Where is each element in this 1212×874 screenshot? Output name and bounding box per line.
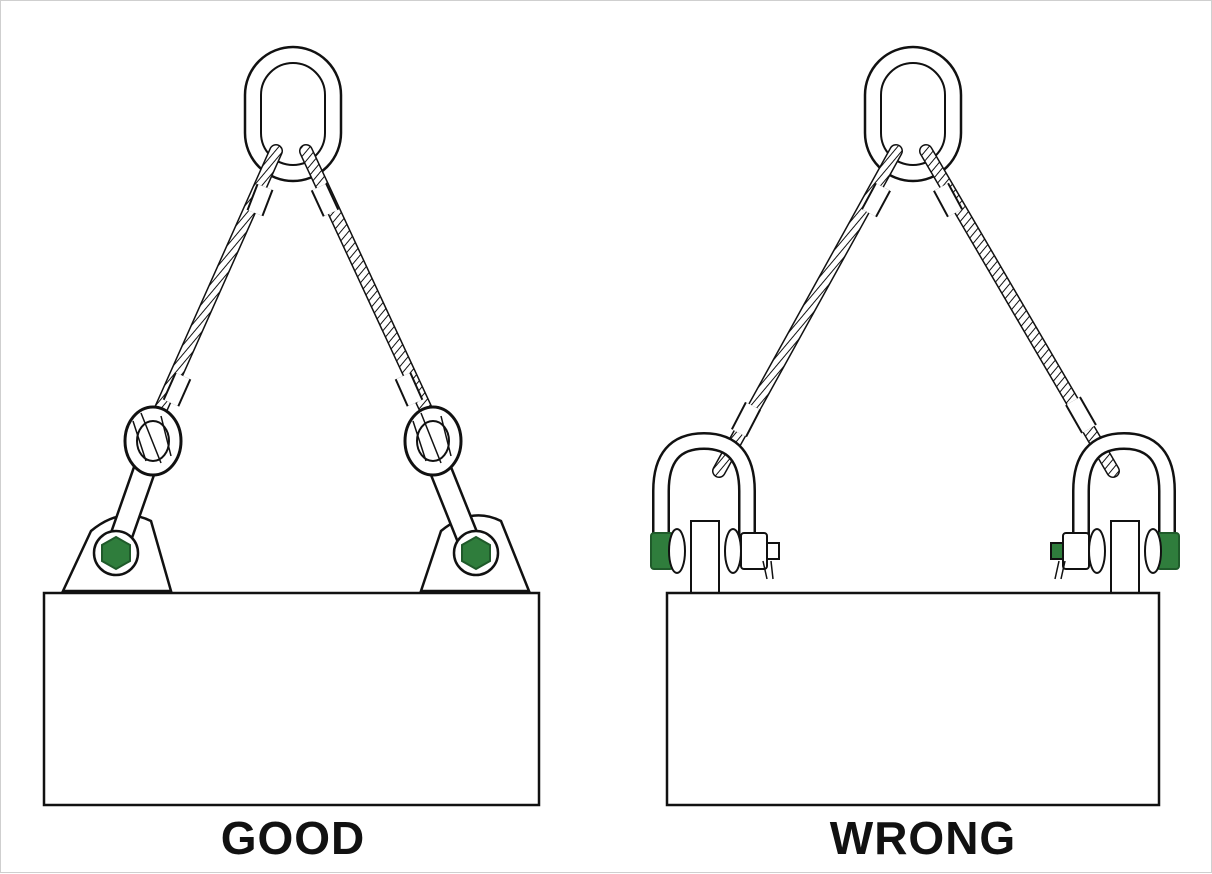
wrong-load-block: [665, 591, 1161, 807]
good-right-hoist-ring: [403, 405, 531, 593]
good-panel: [42, 45, 541, 807]
good-master-link: [243, 45, 343, 183]
wrong-master-link: [863, 45, 963, 183]
good-caption: GOOD: [220, 812, 366, 864]
wrong-right-sling-leg: [919, 144, 1120, 478]
good-left-sling-leg: [144, 144, 283, 438]
wrong-right-shackle: [1050, 431, 1180, 594]
wrong-panel: [650, 45, 1180, 807]
good-left-hoist-ring: [61, 405, 183, 593]
good-right-sling-leg: [299, 144, 443, 438]
wrong-left-sling-leg: [712, 144, 903, 478]
wrong-caption: WRONG: [829, 812, 1017, 864]
wrong-left-shackle: [650, 431, 780, 594]
good-load-block: [42, 591, 541, 807]
